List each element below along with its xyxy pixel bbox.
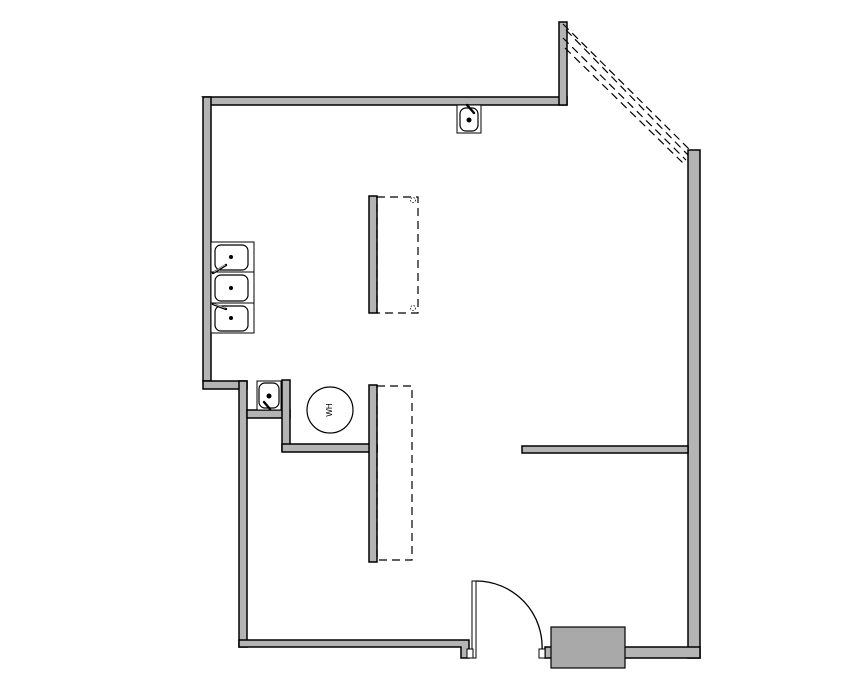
interior-walls xyxy=(246,195,689,563)
drain-icon xyxy=(229,255,233,259)
hand-sink-top xyxy=(456,103,482,134)
outlet-icon xyxy=(410,197,416,203)
partition-wall xyxy=(521,445,689,454)
faucet-icon xyxy=(465,103,476,115)
notch-wall xyxy=(558,21,568,106)
counter-lower xyxy=(376,385,413,561)
faucet-icon xyxy=(262,400,272,411)
outlet-icon xyxy=(410,305,416,311)
water-heater-label: WH xyxy=(325,403,334,417)
entry-door xyxy=(466,580,546,659)
drain-icon xyxy=(229,316,233,320)
drain-icon xyxy=(229,286,233,290)
right-wall xyxy=(687,149,701,659)
three-compartment-sink xyxy=(210,241,255,334)
equipment-unit xyxy=(550,626,626,669)
hand-sink-side-wall xyxy=(281,379,291,452)
left-wall-upper xyxy=(202,96,212,382)
wh-closet-wall xyxy=(281,443,378,453)
hand-sink-left xyxy=(256,380,282,411)
drain-icon xyxy=(266,393,272,399)
bottom-wall-left xyxy=(238,639,470,659)
counter-upper-wall xyxy=(368,195,378,314)
exterior-walls xyxy=(201,21,701,659)
top-wall xyxy=(201,96,568,106)
water-heater: WH xyxy=(306,386,354,434)
left-step-vertical xyxy=(238,380,248,648)
window xyxy=(562,23,691,164)
drain-icon xyxy=(466,117,472,123)
counter-upper xyxy=(376,196,419,314)
counter-lower-wall xyxy=(368,384,378,563)
